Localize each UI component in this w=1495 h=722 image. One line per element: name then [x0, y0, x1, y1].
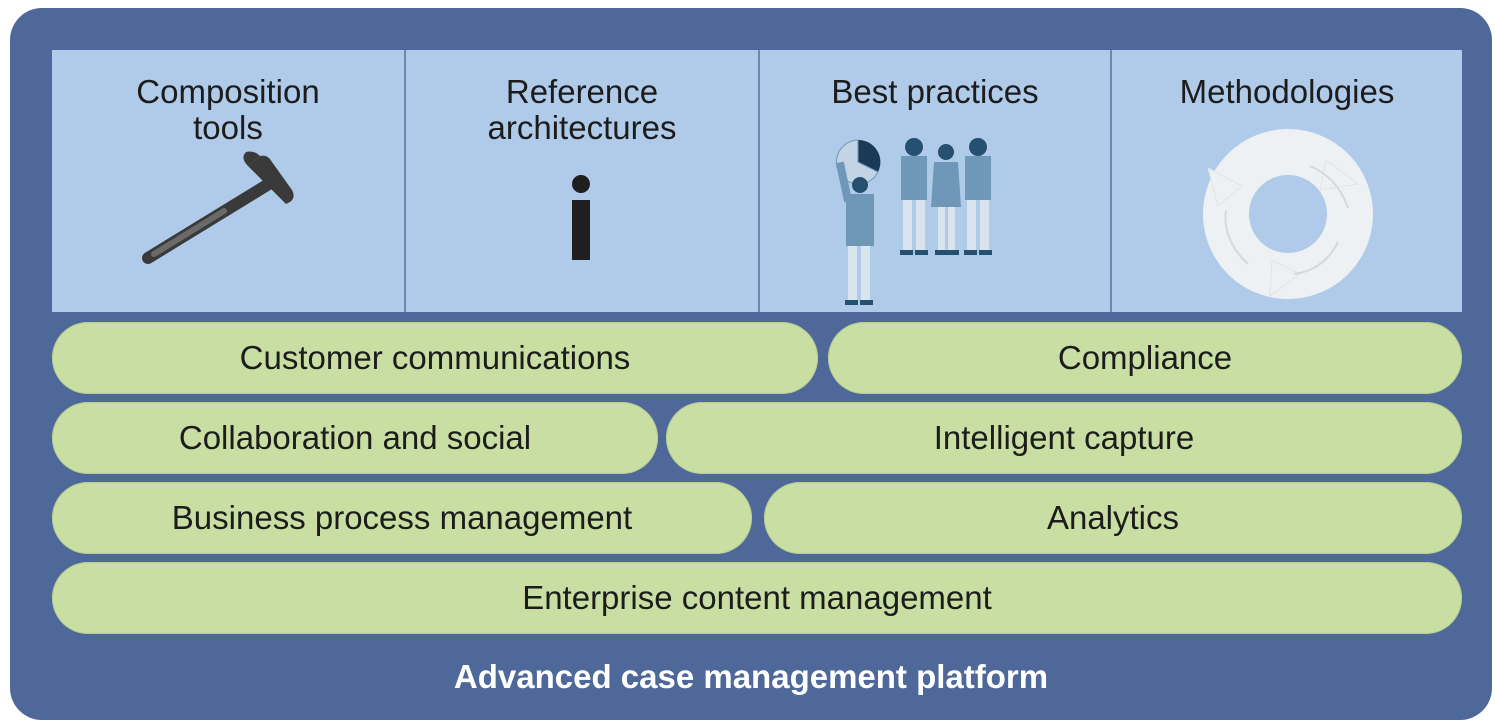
- top-panel: Composition tools Reference architecture…: [52, 50, 1462, 312]
- capability-customer-communications: Customer communications: [52, 322, 818, 394]
- platform-label: Advanced case management platform: [453, 658, 1049, 695]
- column-methodologies: Methodologies: [1110, 50, 1462, 312]
- column-title-line: tools: [193, 109, 263, 146]
- capability-label: Enterprise content management: [522, 579, 992, 616]
- column-reference-architectures: Reference architectures: [404, 50, 758, 312]
- capability-label: Collaboration and social: [178, 419, 532, 456]
- column-title-line: Reference: [505, 73, 659, 110]
- capability-label: Analytics: [1046, 499, 1180, 536]
- capability-collaboration-social: Collaboration and social: [52, 402, 658, 474]
- hammer-icon: [142, 151, 294, 264]
- capability-enterprise-content-management: Enterprise content management: [52, 562, 1462, 634]
- capability-analytics: Analytics: [764, 482, 1462, 554]
- column-title-line: Methodologies: [1179, 73, 1395, 110]
- cycle-arrows-icon: [1203, 129, 1373, 299]
- capability-label: Customer communications: [239, 339, 631, 376]
- people-icon: [835, 138, 992, 305]
- capability-label: Intelligent capture: [933, 419, 1195, 456]
- column-best-practices: Best practices: [758, 50, 1110, 312]
- capability-intelligent-capture: Intelligent capture: [666, 402, 1462, 474]
- column-title: Methodologies: [1112, 74, 1462, 110]
- capability-label: Business process management: [171, 499, 633, 536]
- column-title: Reference architectures: [406, 74, 758, 146]
- info-icon: [572, 175, 590, 260]
- capability-label: Compliance: [1057, 339, 1233, 376]
- column-title-line: Composition: [136, 73, 320, 110]
- capability-compliance: Compliance: [828, 322, 1462, 394]
- column-title-line: Best practices: [831, 73, 1039, 110]
- capability-business-process-management: Business process management: [52, 482, 752, 554]
- column-title-line: architectures: [487, 109, 677, 146]
- column-title: Best practices: [760, 74, 1110, 110]
- column-composition-tools: Composition tools: [52, 50, 404, 312]
- column-title: Composition tools: [52, 74, 404, 146]
